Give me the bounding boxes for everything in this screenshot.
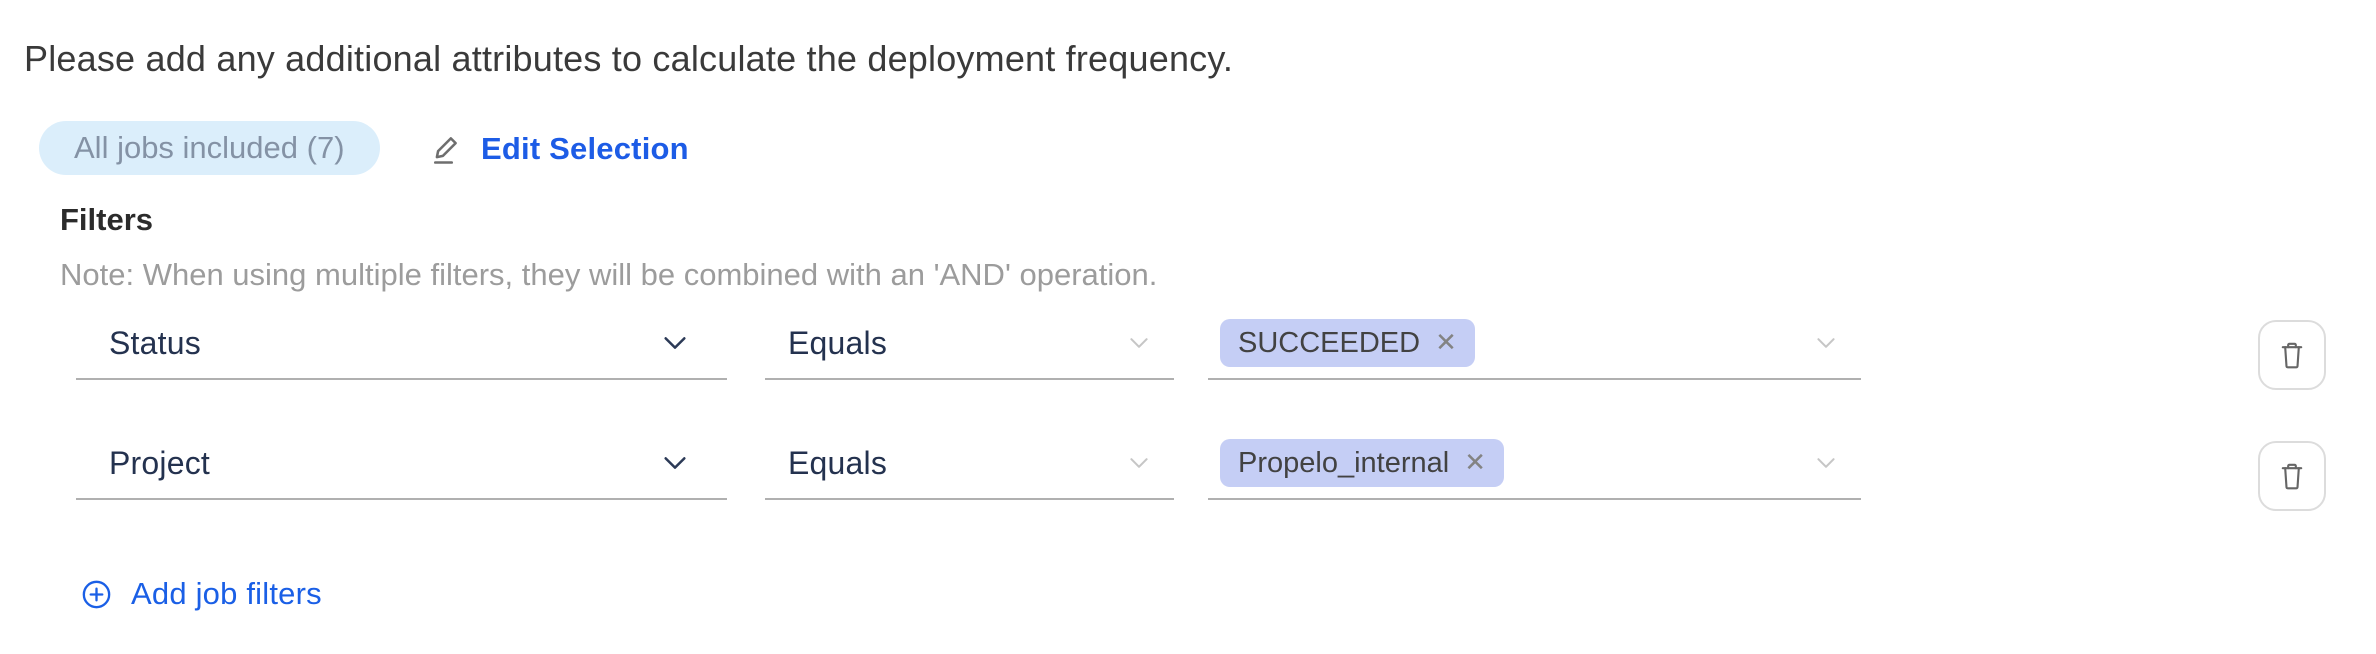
attribute-select-value: Status <box>109 324 201 361</box>
chevron-down-icon <box>1817 338 1835 348</box>
chevron-down-icon <box>664 337 686 349</box>
chevron-down-icon <box>1130 458 1148 468</box>
trash-icon <box>2281 342 2303 369</box>
edit-selection-label: Edit Selection <box>481 131 689 166</box>
edit-selection-button[interactable]: Edit Selection <box>430 128 689 170</box>
value-tag-label: SUCCEEDED <box>1238 326 1421 359</box>
jobs-included-badge: All jobs included (7) <box>39 121 380 175</box>
values-select[interactable]: Propelo_internal ✕ <box>1208 428 1861 500</box>
attribute-select-value: Project <box>109 444 210 481</box>
intro-text: Please add any additional attributes to … <box>24 38 1234 79</box>
plus-circle-icon <box>82 580 111 608</box>
value-tag: Propelo_internal ✕ <box>1220 439 1504 487</box>
values-select[interactable]: SUCCEEDED ✕ <box>1208 308 1861 380</box>
filters-heading: Filters <box>60 202 154 237</box>
add-job-filters-button[interactable]: Add job filters <box>80 574 322 614</box>
delete-filter-button[interactable] <box>2258 320 2326 390</box>
trash-icon <box>2281 463 2303 490</box>
edit-pencil-icon <box>433 137 457 164</box>
attribute-select[interactable]: Status <box>76 308 727 380</box>
add-job-filters-label: Add job filters <box>131 576 322 611</box>
attribute-select[interactable]: Project <box>76 428 727 500</box>
chevron-down-icon <box>1130 338 1148 348</box>
remove-value-icon[interactable]: ✕ <box>1464 448 1486 478</box>
value-tag-label: Propelo_internal <box>1238 446 1450 479</box>
operator-select-value: Equals <box>788 444 888 481</box>
filters-note: Note: When using multiple filters, they … <box>60 257 1158 292</box>
operator-select-value: Equals <box>788 324 888 361</box>
delete-filter-button[interactable] <box>2258 441 2326 511</box>
chevron-down-icon <box>1817 458 1835 468</box>
chevron-down-icon <box>664 457 686 469</box>
value-tag: SUCCEEDED ✕ <box>1220 319 1475 367</box>
remove-value-icon[interactable]: ✕ <box>1435 328 1457 358</box>
operator-select[interactable]: Equals <box>765 308 1174 380</box>
operator-select[interactable]: Equals <box>765 428 1174 500</box>
